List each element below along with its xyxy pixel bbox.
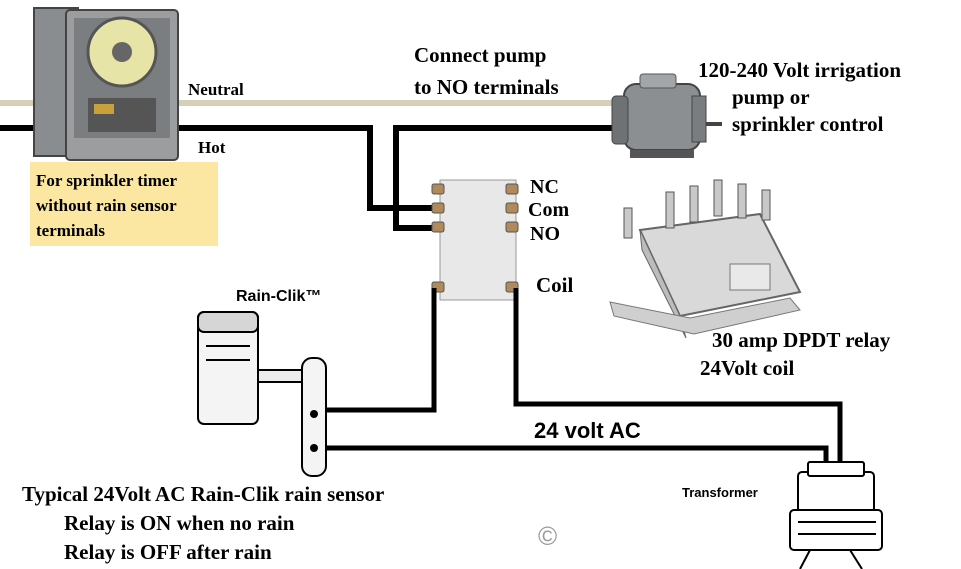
nc-label: NC — [530, 176, 559, 198]
relay-label-line1: 30 amp DPDT relay — [712, 328, 891, 352]
timer-note-line1: For sprinkler timer — [36, 171, 177, 190]
rain-clik-label: Rain-Clik™ — [236, 288, 321, 305]
caption-line2: Relay is ON when no rain — [64, 511, 295, 535]
com-label: Com — [528, 199, 569, 221]
pump-label-line3: sprinkler control — [732, 112, 884, 136]
dpdt-relay-photo — [609, 179, 802, 339]
no-label: NO — [530, 223, 560, 245]
pump-label-line1: 120-240 Volt irrigation — [698, 58, 901, 82]
relay-body — [439, 179, 517, 301]
connect-pump-line2: to NO terminals — [414, 75, 559, 99]
hot-label: Hot — [198, 138, 226, 157]
transformer-label: Transformer — [682, 485, 758, 500]
caption-line3: Relay is OFF after rain — [64, 540, 272, 564]
timer-note-box — [30, 162, 218, 246]
caption-line1: Typical 24Volt AC Rain-Clik rain sensor — [22, 482, 384, 506]
neutral-label: Neutral — [188, 80, 244, 99]
timer-note-line3: terminals — [36, 221, 105, 240]
copyright-mark: © — [538, 521, 557, 551]
relay-terminals — [431, 183, 519, 293]
hot-wire — [0, 125, 440, 211]
pump-wire — [393, 125, 620, 231]
relay-label-line2: 24Volt coil — [700, 356, 794, 380]
transformer — [789, 461, 883, 569]
timer-note-line2: without rain sensor — [36, 196, 177, 215]
sprinkler-timer — [33, 7, 179, 161]
connect-pump-line1: Connect pump — [414, 43, 546, 67]
sensor-to-transformer-wire — [320, 445, 829, 464]
coil-wire-left — [320, 288, 437, 413]
coil-wire-right — [513, 288, 843, 462]
irrigation-pump — [611, 73, 722, 158]
volt-ac-label: 24 volt AC — [534, 418, 641, 443]
rain-clik-sensor — [197, 311, 327, 477]
coil-label: Coil — [536, 273, 574, 297]
pump-label-line2: pump or — [732, 85, 810, 109]
